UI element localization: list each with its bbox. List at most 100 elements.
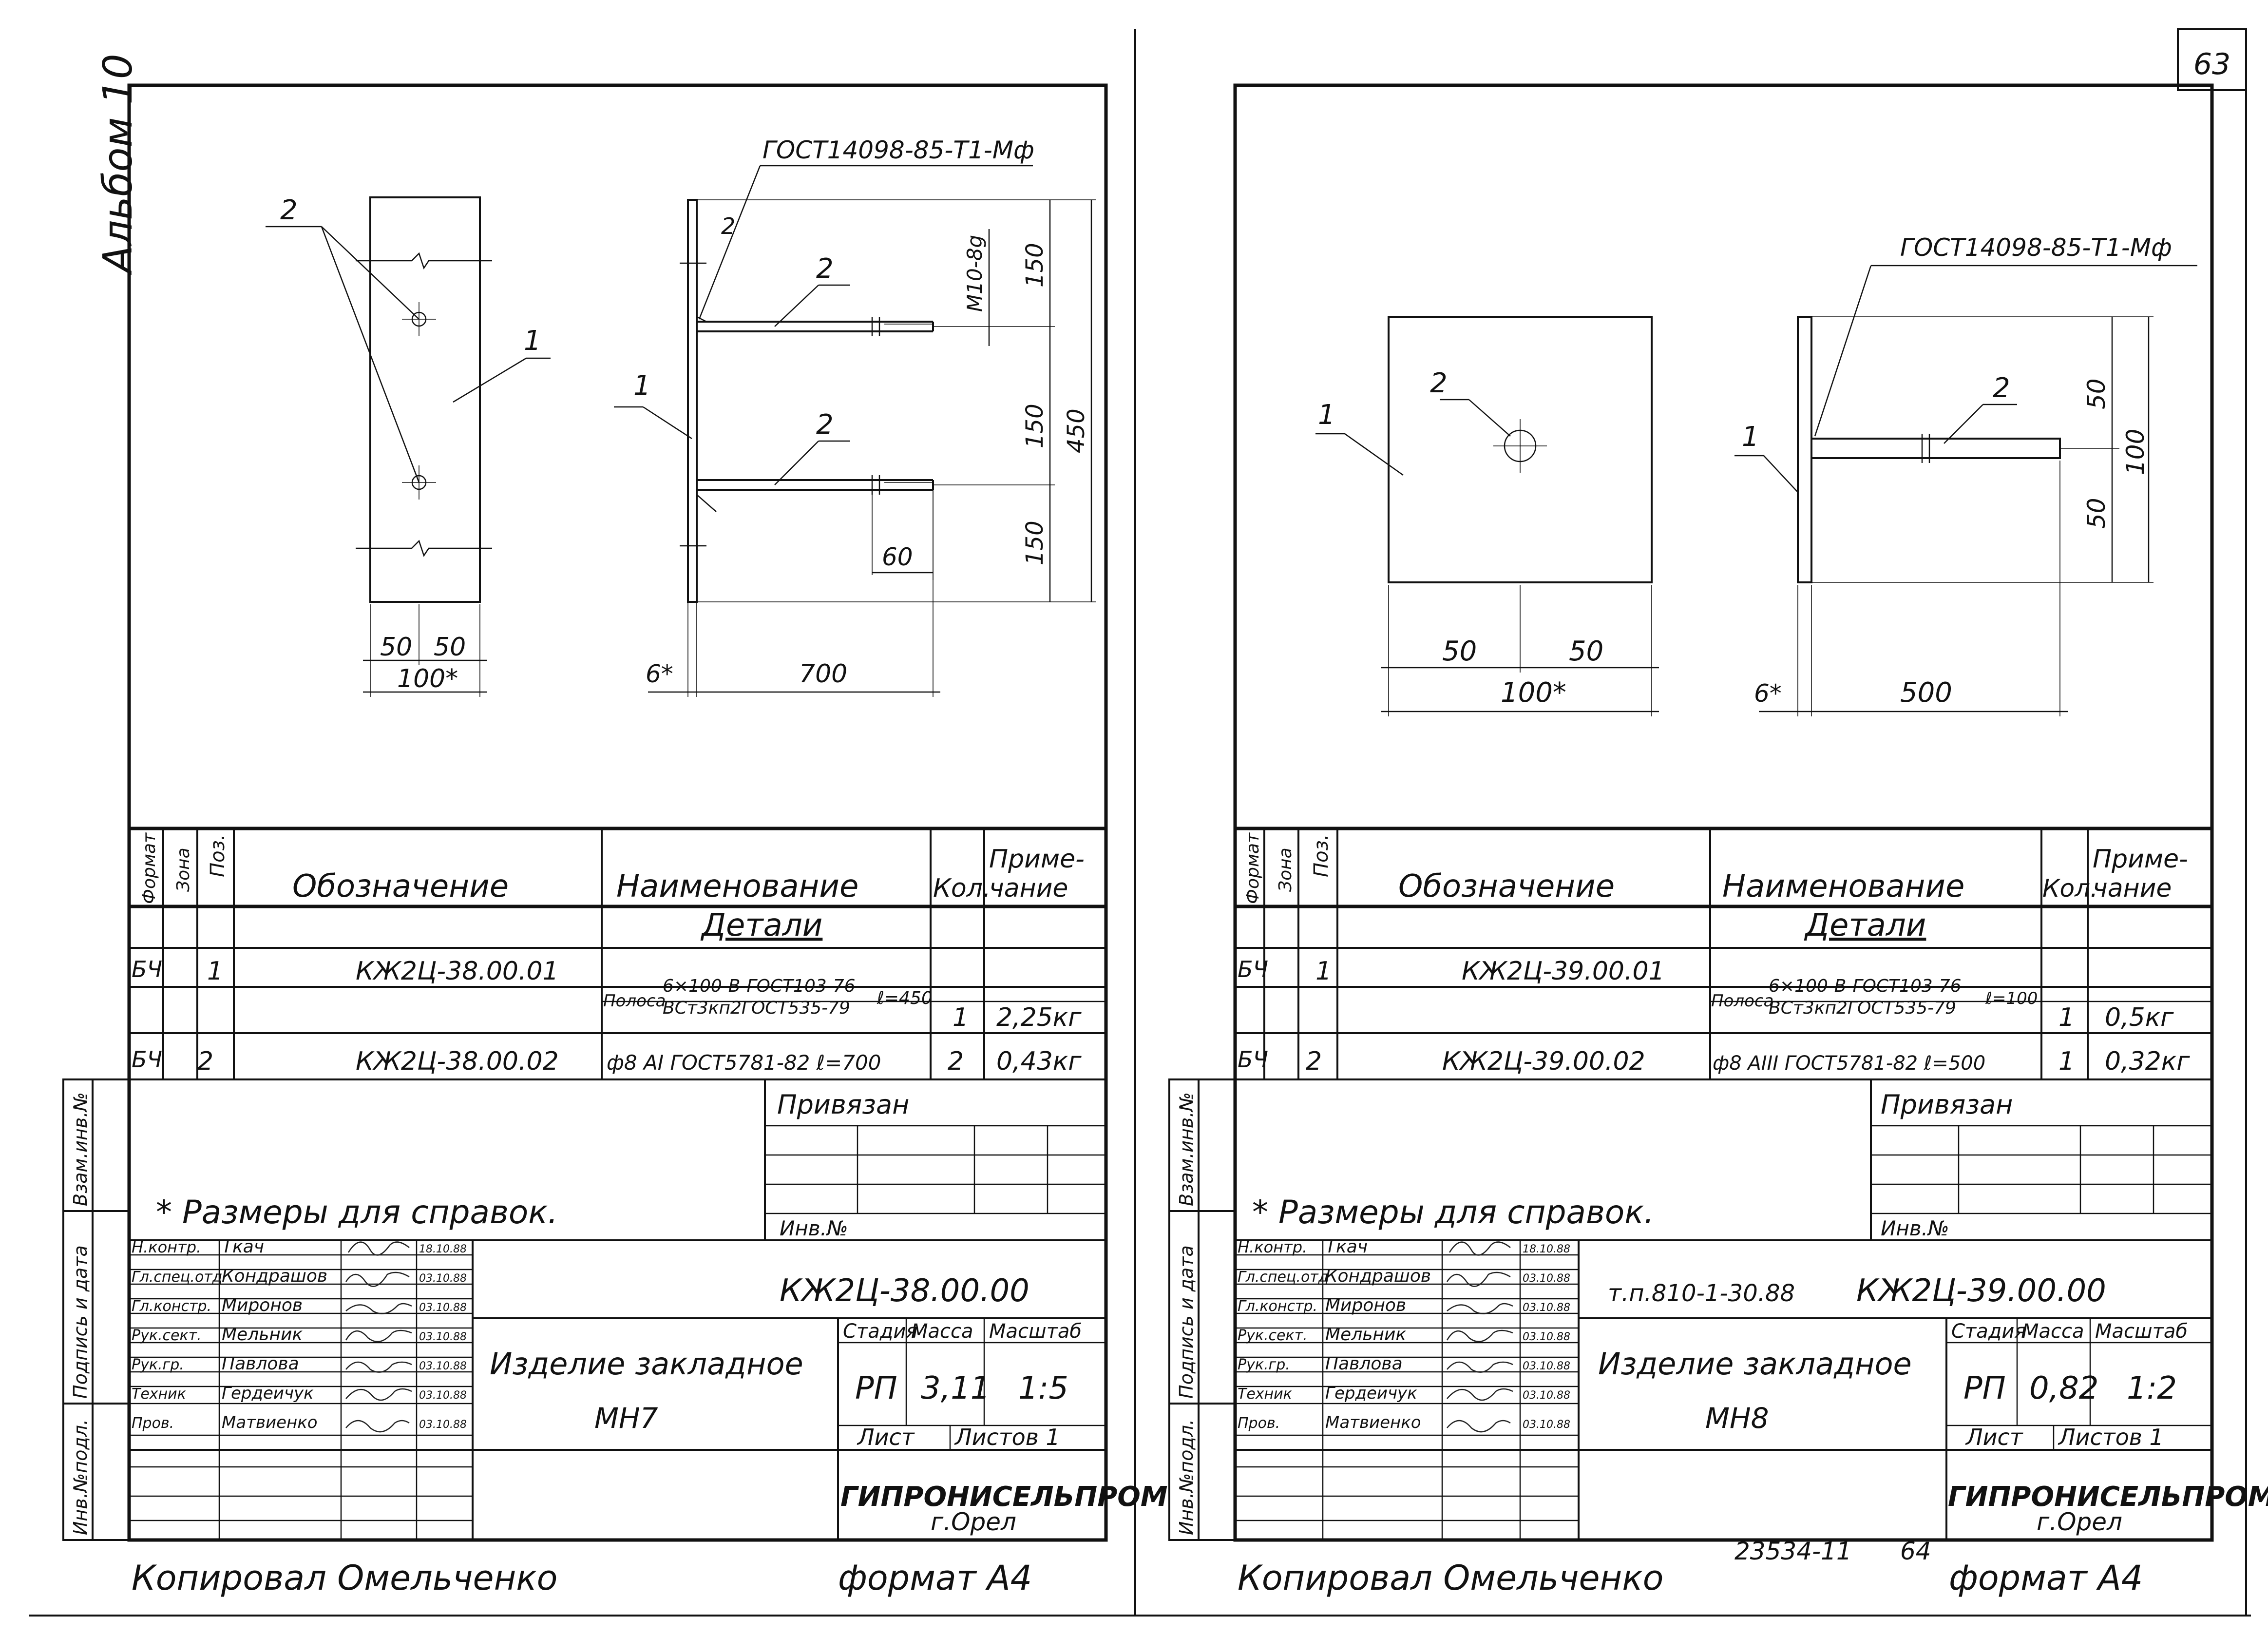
r-person-2-role: Гл.констр. [1238, 1298, 1317, 1315]
r-row1-length: ℓ=100 [1985, 989, 2038, 1008]
r-stamp-title-1: Изделие закладное [1598, 1346, 1912, 1382]
dim-front-half-b: 50 [434, 633, 466, 662]
pos-label-2-front-r: 2 [1430, 367, 1448, 399]
bottom-page: 64 [1900, 1537, 1931, 1565]
stamp-title-1: Изделие закладное [490, 1346, 803, 1382]
row1-name-prefix: Полоса [603, 991, 666, 1011]
r-person-6-date: 03.10.88 [1523, 1419, 1570, 1431]
r-scale-label: Масштаб [2095, 1320, 2188, 1343]
r-row2-qty: 1 [2058, 1047, 2075, 1076]
side-strip-right: Инв.№подл. Подпись и дата Взам.инв.№ [1168, 1078, 1236, 1541]
r-row2-name: ф8 АIII ГОСТ5781-82 ℓ=500 [1713, 1052, 1985, 1075]
person-6-name: Матвиенко [222, 1413, 318, 1432]
dim-r-100: 100 [2121, 429, 2150, 475]
stamp-designation: КЖ2Ц-38.00.00 [780, 1273, 1029, 1309]
row1-pos: 1 [207, 957, 223, 986]
person-2-name: Миронов [222, 1295, 303, 1315]
side-strip-left: Инв.№подл. Подпись и дата Взам.инв.№ [62, 1078, 130, 1541]
row1-note: 2,25кг [996, 1003, 1082, 1032]
r-privyazan-label: Привязан [1881, 1089, 2013, 1120]
r-row1-name-bottom: ВСт3кп2ГОСТ535-79 [1769, 998, 1956, 1018]
r-signature-1 [1446, 1271, 1511, 1287]
dim-front-half-a: 50 [380, 633, 412, 662]
format-label-right: формат А4 [1949, 1558, 2143, 1598]
person-0-date: 18.10.88 [419, 1243, 467, 1255]
dim-thickness-left: 6* [646, 660, 673, 688]
org-city: г.Орел [931, 1508, 1016, 1536]
r-org-name: ГИПРОНИСЕЛЬПРОМ [1948, 1481, 2268, 1513]
bottom-code: 23534-11 [1734, 1537, 1852, 1565]
r-row1-note: 0,5кг [2105, 1003, 2174, 1032]
signature-3 [345, 1329, 412, 1343]
front-view-right: 2 1 50 50 100* [1315, 316, 1659, 716]
pos-label-2-side-r: 2 [1993, 372, 2010, 404]
sheet-label: Лист [857, 1424, 915, 1450]
hdr-qty: Кол. [933, 874, 991, 903]
r-person-0-name: Ткач [1325, 1237, 1368, 1257]
gost-label-right: ГОСТ14098-85-Т1-Мф [1900, 233, 2172, 262]
person-1-name: Кондрашов [222, 1266, 327, 1286]
r-row1-format: БЧ [1238, 956, 1268, 982]
person-5-name: Гердеичук [222, 1384, 314, 1403]
r-person-3-date: 03.10.88 [1523, 1331, 1570, 1343]
r-person-5-name: Гердеичук [1325, 1384, 1417, 1403]
r-person-4-name: Павлова [1325, 1354, 1403, 1374]
r-row1-name-top: 6×100-В-ГОСТ103-76 [1769, 976, 1962, 996]
row2-note: 0,43кг [996, 1047, 1082, 1076]
title-block-left: Н.контр. Ткач 18.10.88 Гл.спец.отд Кондр… [129, 1237, 1168, 1540]
pos-label-1-side-r: 1 [1742, 421, 1759, 453]
pos-label-1-front: 1 [524, 325, 541, 357]
r-side-label-0: Инв.№подл. [1176, 1419, 1197, 1535]
frame-right [1233, 83, 2214, 1542]
r-section-title: Детали [1804, 907, 1926, 943]
stamp-title-2: МН7 [594, 1402, 658, 1435]
dim-r-50-bot: 50 [2082, 498, 2111, 529]
plate-front [369, 196, 481, 603]
r-person-5-role: Техник [1238, 1386, 1292, 1403]
row1-name-bottom: ВСт3кп2ГОСТ535-79 [663, 998, 850, 1018]
front-view-left: 2 1 50 50 100* [266, 194, 551, 697]
row1-length: ℓ=450 [877, 988, 933, 1008]
hdr-note-line2: чание [989, 874, 1068, 903]
person-6-date: 03.10.88 [419, 1419, 467, 1431]
person-3-name: Мельник [222, 1325, 303, 1345]
r-row1-pos: 1 [1315, 957, 1332, 986]
r-stamp-title-2: МН8 [1705, 1402, 1769, 1435]
r-signature-2 [1447, 1303, 1513, 1314]
hdr-pos: Поз. [207, 834, 229, 877]
r-person-1-role: Гл.спец.отд [1238, 1269, 1329, 1286]
reference-note-left: * Размеры для справок. [156, 1193, 558, 1231]
person-0-role: Н.контр. [132, 1238, 201, 1256]
break-mark-top [356, 252, 492, 269]
dim-r-width: 100* [1501, 677, 1566, 709]
dim-bar-length-left: 700 [799, 659, 847, 689]
signature-0 [347, 1241, 410, 1256]
row2-designation: КЖ2Ц-38.00.02 [356, 1047, 559, 1076]
r-row2-format: БЧ [1238, 1046, 1268, 1073]
sheet-left: 2 1 50 50 100* [62, 83, 1168, 1542]
dim-r-thickness: 6* [1754, 679, 1782, 708]
hdr-r-pos: Поз. [1310, 834, 1333, 877]
dim-m10: М10-8g [963, 235, 987, 312]
r-person-3-role: Рук.сект. [1238, 1327, 1308, 1344]
person-5-role: Техник [132, 1386, 186, 1403]
mass-value: 3,11 [921, 1370, 991, 1406]
sheets-label: Листов 1 [954, 1424, 1060, 1450]
r-mass-label: Масса [2022, 1320, 2084, 1343]
r-row1-name-prefix: Полоса [1711, 991, 1773, 1011]
side-view-right: ГОСТ14098-85-Т1-Мф 2 1 50 50 100 6* 500 [1734, 233, 2197, 716]
r-person-6-role: Пров. [1238, 1415, 1280, 1432]
format-label-left: формат А4 [838, 1558, 1032, 1598]
r-signature-5 [1447, 1388, 1513, 1401]
row1-name-top: 6×100-В-ГОСТ103-76 [663, 976, 856, 996]
side-label-1: Подпись и дата [70, 1245, 91, 1399]
hdr-r-designation: Обозначение [1398, 868, 1615, 905]
r-row1-qty: 1 [2058, 1003, 2075, 1032]
stage-label: Стадия [843, 1320, 917, 1343]
r-person-2-date: 03.10.88 [1523, 1302, 1570, 1314]
pos-label-2-side-b: 2 [816, 253, 834, 285]
album-label: Альбом 10 [95, 54, 141, 275]
row2-pos: 2 [197, 1047, 213, 1076]
row1-format: БЧ [132, 956, 162, 982]
